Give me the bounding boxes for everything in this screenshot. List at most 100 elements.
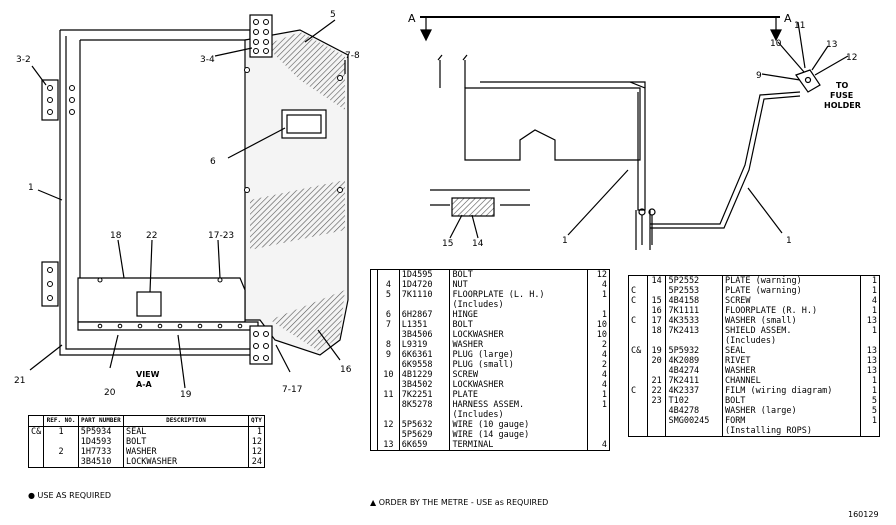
callout-labels: 3-2 3-4 5 7-8 6 1 18 22 17-23 21 20 19 7… — [14, 10, 861, 400]
callout-18: 18 — [110, 231, 122, 241]
row-mark — [369, 300, 379, 310]
callout-1c: 1 — [786, 236, 792, 246]
row-ref: 15 — [646, 296, 667, 306]
row-mark — [369, 410, 379, 420]
row-ref — [646, 366, 667, 376]
row-mark — [369, 340, 379, 350]
row-ref: 1 — [43, 426, 79, 437]
row-description: HINGE — [449, 310, 589, 320]
row-description: WASHER (large) — [721, 406, 862, 416]
row-description: WASHER — [122, 447, 249, 457]
view-label-line2: A-A — [136, 380, 153, 389]
row-description: RIVET — [721, 356, 862, 366]
row-description: LOCKWASHER — [449, 380, 589, 390]
row-ref: 11 — [377, 390, 400, 400]
callout-16: 16 — [340, 365, 352, 375]
row-mark — [628, 275, 648, 286]
row-qty — [860, 336, 880, 346]
row-description: FILM (wiring diagram) — [721, 386, 862, 396]
row-ref — [646, 336, 667, 346]
row-qty: 1 — [587, 290, 610, 300]
row-qty: 13 — [860, 356, 880, 366]
row-part-number: 5P5629 — [398, 430, 451, 440]
row-qty: 1 — [247, 426, 266, 437]
row-ref: 7 — [377, 320, 400, 330]
callout-3-2: 3-2 — [16, 55, 31, 65]
callout-5: 5 — [330, 10, 336, 20]
row-qty: 12 — [247, 437, 266, 447]
row-qty: 1 — [587, 400, 610, 410]
callout-6: 6 — [210, 157, 216, 167]
callout-3-4: 3-4 — [200, 55, 215, 65]
row-part-number: 1D4720 — [398, 280, 451, 290]
row-ref — [377, 430, 400, 440]
row-ref — [43, 437, 79, 447]
row-mark — [628, 376, 648, 386]
row-ref — [377, 269, 400, 280]
row-part-number: 6K9558 — [398, 360, 451, 370]
row-part-number: 5P2553 — [665, 286, 723, 296]
row-qty: 1 — [860, 286, 880, 296]
row-part-number: 4K2089 — [665, 356, 723, 366]
row-ref — [43, 457, 79, 468]
row-qty: 12 — [247, 447, 266, 457]
row-ref: 5 — [377, 290, 400, 300]
row-description: PLUG (large) — [449, 350, 589, 360]
row-mark — [628, 406, 648, 416]
row-qty: 10 — [587, 320, 610, 330]
table-row: (Includes) — [369, 300, 610, 310]
row-ref: 13 — [377, 440, 400, 451]
col-ref: REF. NO. — [43, 415, 79, 427]
row-part-number: 1H7733 — [77, 447, 124, 457]
fuse-label-line1: TO — [836, 81, 848, 90]
view-label-line1: VIEW — [136, 370, 160, 379]
row-mark — [628, 326, 648, 336]
row-qty: 5 — [860, 396, 880, 406]
row-qty — [587, 420, 610, 430]
callout-11: 11 — [794, 21, 805, 31]
row-part-number: 6K6361 — [398, 350, 451, 360]
row-description: (Includes) — [721, 336, 862, 346]
row-part-number: SMG00245 — [665, 416, 723, 426]
row-part-number — [398, 410, 451, 420]
row-mark — [27, 437, 45, 447]
row-mark — [628, 396, 648, 406]
row-description: FLOORPLATE (R. H.) — [721, 306, 862, 316]
row-qty: 4 — [587, 280, 610, 290]
row-qty: 1 — [860, 416, 880, 426]
view-aa-bolts — [47, 19, 343, 361]
row-description: SHIELD ASSEM. — [721, 326, 862, 336]
row-description: PLATE — [449, 390, 589, 400]
row-description: BOLT — [449, 269, 589, 280]
row-description: NUT — [449, 280, 589, 290]
row-part-number — [665, 426, 723, 437]
row-ref: 2 — [43, 447, 79, 457]
row-mark — [369, 290, 379, 300]
row-ref: 18 — [646, 326, 667, 336]
row-description: BOLT — [721, 396, 862, 406]
row-qty — [587, 410, 610, 420]
fuse-label-line3: HOLDER — [824, 101, 861, 110]
row-part-number: 8K5278 — [398, 400, 451, 410]
row-qty: 2 — [587, 360, 610, 370]
row-ref: 12 — [377, 420, 400, 430]
row-description: WIRE (14 gauge) — [449, 430, 589, 440]
row-mark — [628, 426, 648, 437]
callout-21: 21 — [14, 376, 25, 386]
row-ref: 9 — [377, 350, 400, 360]
parts-table-1: REF. NO. PART NUMBER DESCRIPTION QTY C&1… — [27, 415, 266, 468]
row-description: SEAL — [122, 426, 249, 437]
